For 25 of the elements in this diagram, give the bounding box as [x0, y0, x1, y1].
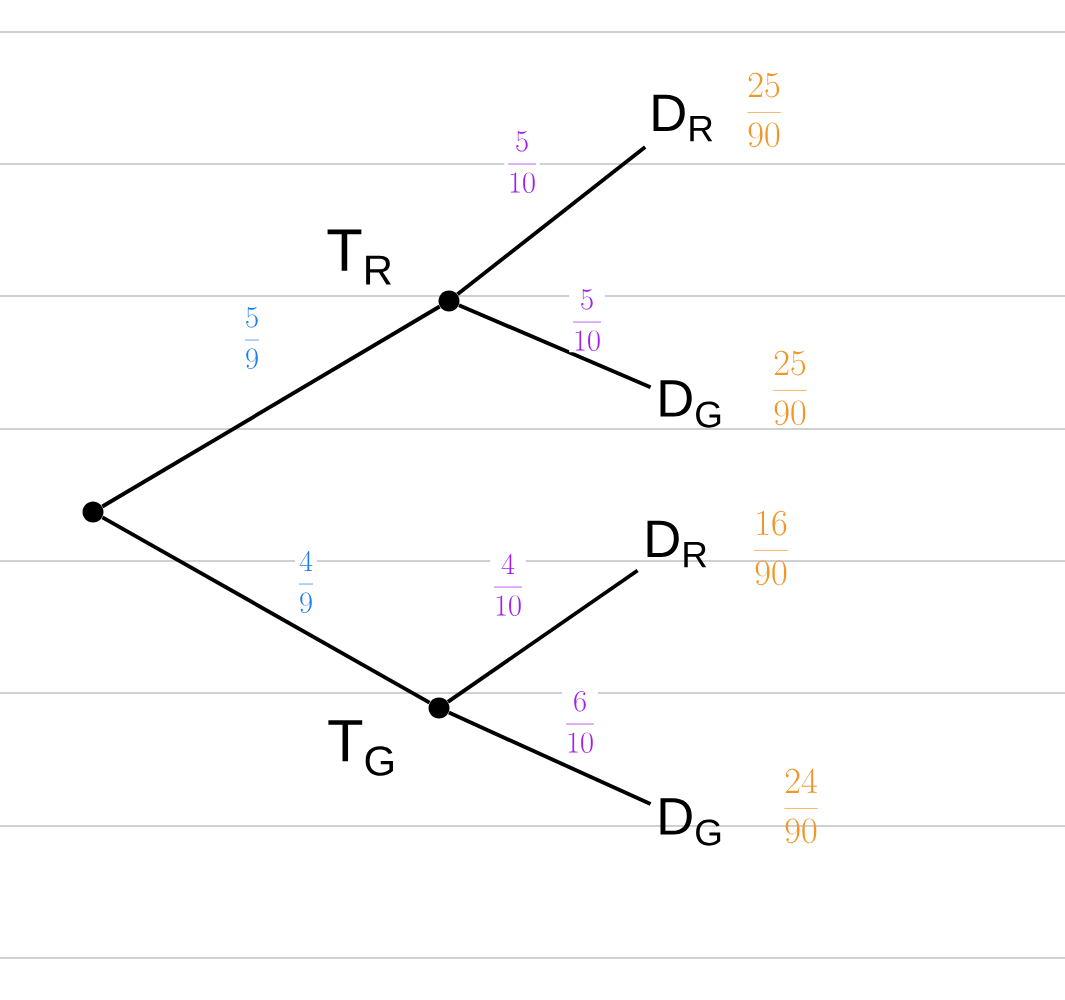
edge-label: $\frac{5}{10}$ [573, 289, 601, 351]
tree-node-dot [428, 697, 450, 719]
tree-node-dot [82, 501, 104, 523]
edge-label: $\frac{4}{10}$ [494, 553, 522, 616]
probability-fraction: $\frac{24}{90}$ [784, 768, 818, 844]
probability-fraction: $\frac{16}{90}$ [754, 510, 788, 586]
probability-fraction: $\frac{25}{90}$ [773, 350, 807, 426]
edge-label: $\frac{5}{9}$ [245, 307, 259, 369]
tree-node-dot [438, 290, 460, 312]
branch-line [446, 568, 639, 704]
outcome-label: D$_{G}$ [660, 798, 721, 846]
branch-line [101, 304, 441, 509]
probability-fraction: $\frac{25}{90}$ [747, 72, 781, 148]
edge-label: $\frac{6}{10}$ [566, 691, 594, 753]
branch-label: T$_{G}$ [328, 720, 393, 776]
edge-label: $\frac{5}{10}$ [508, 131, 536, 193]
outcome-label: D$_{R}$ [647, 520, 707, 568]
branch-line [456, 145, 647, 296]
branch-line [448, 710, 652, 806]
outcome-label: D$_{G}$ [660, 380, 721, 428]
branch-label: T$_{R}$ [327, 229, 391, 285]
outcome-label: D$_{R}$ [653, 94, 713, 142]
branch-line [101, 515, 431, 705]
branch-line [458, 303, 652, 389]
edge-label: $\frac{4}{9}$ [299, 550, 313, 613]
